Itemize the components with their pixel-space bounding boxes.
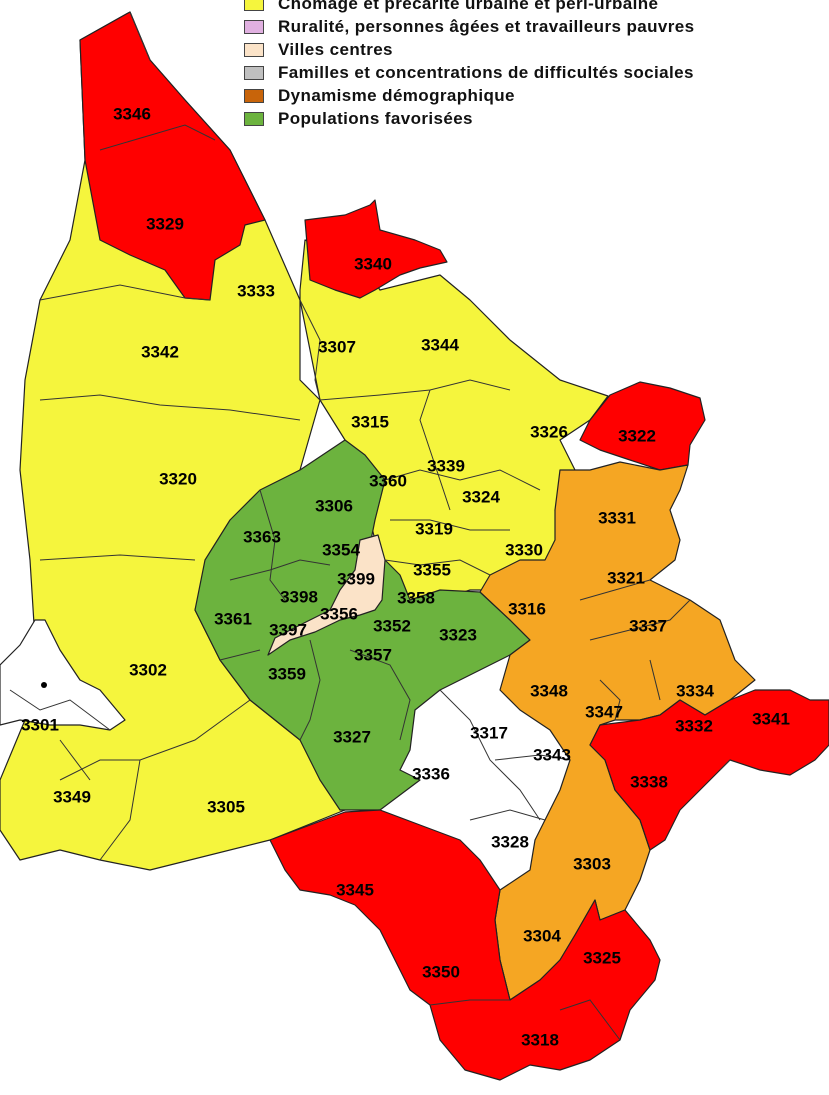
- zone-label-3341: 3341: [752, 709, 790, 728]
- zone-label-3361: 3361: [214, 609, 252, 628]
- zone-label-3354: 3354: [322, 540, 360, 559]
- zone-label-3356: 3356: [320, 604, 358, 623]
- zone-label-3346: 3346: [113, 104, 151, 123]
- zone-labels: 3346 3329 3340 3333 3342 3307 3344 3315 3326 3322…: [21, 104, 790, 1049]
- legend: Chômage et précarité urbaine et péri-urb…: [244, 0, 829, 130]
- zone-label-3323: 3323: [439, 625, 477, 644]
- zone-label-3330: 3330: [505, 540, 543, 559]
- zone-label-3359: 3359: [268, 664, 306, 683]
- zone-label-3320: 3320: [159, 469, 197, 488]
- zone-label-3363: 3363: [243, 527, 281, 546]
- zone-label-3318: 3318: [521, 1030, 559, 1049]
- zone-label-3348: 3348: [530, 681, 568, 700]
- legend-item-chomage: Chômage et précarité urbaine et péri-urb…: [244, 0, 829, 15]
- region-south-red: [269, 809, 661, 1081]
- legend-swatch-ruralite: [244, 19, 264, 34]
- legend-swatch-favorisees: [244, 111, 264, 126]
- zone-label-3358: 3358: [397, 588, 435, 607]
- legend-label-ruralite: Ruralité, personnes âgées et travailleur…: [278, 16, 695, 36]
- legend-swatch-familles: [244, 65, 264, 80]
- island-dot: [41, 682, 47, 688]
- zone-label-3321: 3321: [607, 568, 645, 587]
- zone-label-3339: 3339: [427, 456, 465, 475]
- zone-label-3316: 3316: [508, 599, 546, 618]
- region-340: [304, 199, 448, 299]
- zone-label-3357: 3357: [354, 645, 392, 664]
- zone-label-3329: 3329: [146, 214, 184, 233]
- legend-item-familles: Familles et concentrations de difficulté…: [244, 61, 829, 84]
- legend-item-dynamisme: Dynamisme démographique: [244, 84, 829, 107]
- zone-label-3340: 3340: [354, 254, 392, 273]
- legend-label-familles: Familles et concentrations de difficulté…: [278, 62, 694, 82]
- zone-label-3305: 3305: [207, 797, 245, 816]
- zone-label-3345: 3345: [336, 880, 374, 899]
- zone-label-3322: 3322: [618, 426, 656, 445]
- zone-label-3324: 3324: [462, 487, 500, 506]
- legend-item-favorisees: Populations favorisées: [244, 107, 829, 130]
- zone-label-3332: 3332: [675, 716, 713, 735]
- zone-label-3337: 3337: [629, 616, 667, 635]
- zone-label-3343: 3343: [533, 745, 571, 764]
- zone-label-3304: 3304: [523, 926, 561, 945]
- zone-label-3331: 3331: [598, 508, 636, 527]
- legend-swatch-dynamisme: [244, 88, 264, 103]
- legend-label-dynamisme: Dynamisme démographique: [278, 85, 515, 105]
- zone-label-3319: 3319: [415, 519, 453, 538]
- zone-label-3301: 3301: [21, 715, 59, 734]
- zone-label-3342: 3342: [141, 342, 179, 361]
- zone-label-3334: 3334: [676, 681, 714, 700]
- region-east-red: [589, 689, 829, 851]
- zone-label-3336: 3336: [412, 764, 450, 783]
- zone-label-3360: 3360: [369, 471, 407, 490]
- legend-label-villes-centres: Villes centres: [278, 39, 393, 59]
- zone-label-3317: 3317: [470, 723, 508, 742]
- zone-label-3352: 3352: [373, 616, 411, 635]
- zone-label-3333: 3333: [237, 281, 275, 300]
- legend-item-ruralite: Ruralité, personnes âgées et travailleur…: [244, 15, 829, 38]
- zone-label-3347: 3347: [585, 702, 623, 721]
- zone-label-3397: 3397: [269, 620, 307, 639]
- zone-label-3307: 3307: [318, 337, 356, 356]
- region-villes-centres: [267, 534, 386, 656]
- zone-label-3355: 3355: [413, 560, 451, 579]
- zone-label-3315: 3315: [351, 412, 389, 431]
- zone-label-3338: 3338: [630, 772, 668, 791]
- zone-label-3302: 3302: [129, 660, 167, 679]
- zone-label-3328: 3328: [491, 832, 529, 851]
- zone-label-3327: 3327: [333, 727, 371, 746]
- region-lake: [0, 619, 126, 731]
- zone-label-3325: 3325: [583, 948, 621, 967]
- zone-label-3326: 3326: [530, 422, 568, 441]
- legend-swatch-villes-centres: [244, 42, 264, 57]
- zone-label-3350: 3350: [422, 962, 460, 981]
- legend-item-villes-centres: Villes centres: [244, 38, 829, 61]
- legend-label-favorisees: Populations favorisées: [278, 108, 473, 128]
- zone-label-3349: 3349: [53, 787, 91, 806]
- zone-label-3399: 3399: [337, 569, 375, 588]
- legend-swatch-chomage: [244, 0, 264, 11]
- region-346-329: [79, 11, 266, 301]
- zone-label-3306: 3306: [315, 496, 353, 515]
- legend-label-chomage: Chômage et précarité urbaine et péri-urb…: [278, 0, 659, 13]
- map-inner-borders: [9, 11, 731, 1041]
- zone-label-3344: 3344: [421, 335, 459, 354]
- map-regions: [0, 11, 829, 1081]
- zone-label-3303: 3303: [573, 854, 611, 873]
- zone-label-3398: 3398: [280, 587, 318, 606]
